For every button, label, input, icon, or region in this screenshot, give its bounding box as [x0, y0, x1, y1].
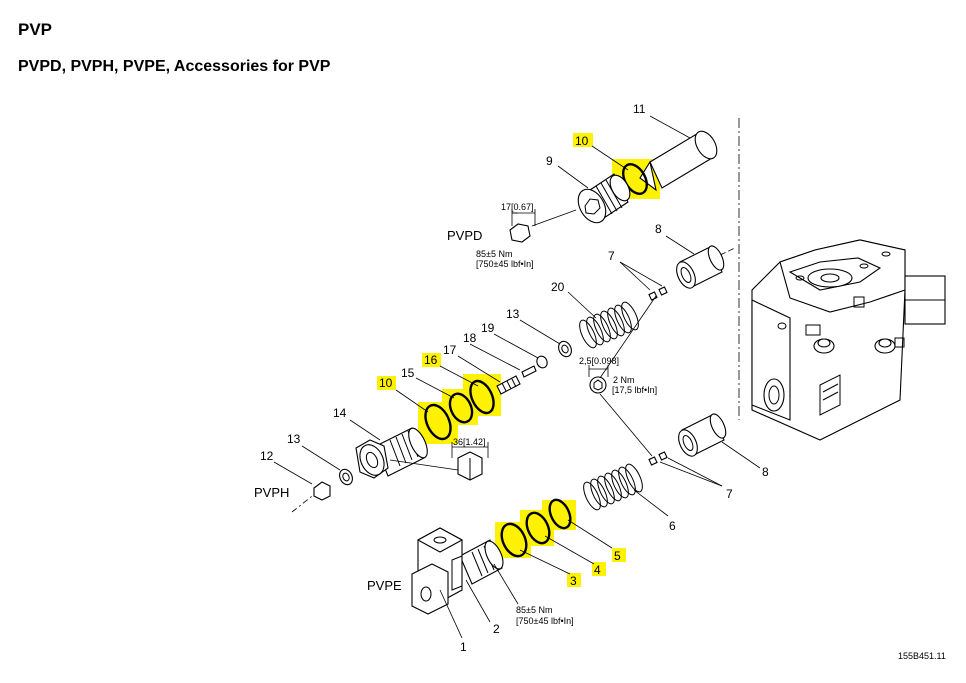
hex-key-symbol: [588, 365, 609, 394]
callout-3: 3: [570, 574, 577, 588]
oring-16: [469, 379, 495, 415]
label-pvph: PVPH: [254, 485, 289, 500]
figure-reference: 155B451.11: [898, 651, 946, 661]
part-7-top: [648, 286, 668, 301]
dim-pvph-wrench: 36[1.42]: [453, 437, 486, 447]
dim-pvpd-wrench: 17[0.67]: [501, 202, 534, 212]
pvph-axis-line: [291, 492, 317, 513]
dim-pvpd-torque-2: [750±45 lbf•In]: [476, 259, 534, 269]
spring-6: [583, 463, 643, 511]
dim-hex-torque-1: 2 Nm: [613, 375, 635, 385]
part-8-top: [676, 245, 725, 289]
page-title: PVP: [18, 20, 53, 39]
callout-13-lower: 13: [287, 432, 301, 446]
dim-hex-wrench: 2,5[0.098]: [579, 356, 619, 366]
callout-12: 12: [260, 449, 274, 463]
callout-7-top: 7: [608, 249, 615, 263]
callout-8-bottom: 8: [762, 465, 769, 479]
dim-pvpe-torque-2: [750±45 lbf•In]: [516, 616, 574, 626]
part-18: [521, 365, 537, 378]
part-13-top: [558, 340, 572, 358]
oring-4: [525, 511, 551, 545]
callout-17: 17: [443, 343, 457, 357]
callout-1: 1: [460, 640, 467, 654]
callout-7-bottom: 7: [726, 487, 733, 501]
callout-15: 15: [401, 366, 415, 380]
callout-16: 16: [424, 353, 438, 367]
pvph-assembly: [313, 427, 489, 501]
callout-13-top: 13: [506, 307, 520, 321]
callout-18: 18: [463, 331, 477, 345]
dim-pvpe-torque-1: 85±5 Nm: [516, 605, 552, 615]
spring-20: [579, 301, 639, 349]
callout-6: 6: [669, 519, 676, 533]
callout-20: 20: [551, 280, 565, 294]
part-19: [536, 355, 548, 369]
callout-11: 11: [633, 102, 646, 116]
callout-9: 9: [546, 154, 553, 168]
label-pvpe: PVPE: [367, 578, 402, 593]
oring-10-middle: [424, 403, 452, 441]
leader-lines: [273, 115, 761, 639]
part-8-bottom: [678, 413, 727, 457]
dim-hex-torque-2: [17,5 lbf•In]: [612, 385, 657, 395]
dim-pvpd-torque-1: 85±5 Nm: [476, 249, 512, 259]
part-17: [496, 375, 521, 395]
pvpe-assembly: [411, 527, 504, 615]
axis-line-left: [719, 247, 736, 256]
callout-8-top: 8: [655, 222, 662, 236]
pvpd-assembly: [509, 130, 718, 243]
callout-4: 4: [594, 563, 601, 577]
callout-19: 19: [481, 321, 495, 335]
callout-2: 2: [493, 622, 500, 636]
oring-5: [548, 498, 572, 530]
part-7-bottom: [648, 451, 668, 466]
oring-3: [500, 522, 528, 558]
callout-14: 14: [333, 406, 347, 420]
page-subtitle: PVPD, PVPH, PVPE, Accessories for PVP: [18, 58, 331, 75]
callout-10-top: 10: [575, 134, 589, 148]
label-pvpd: PVPD: [447, 228, 482, 243]
callouts: 11 10 9 8 7 20 13 19 18 17 16 15 10 14 1…: [260, 102, 769, 654]
valve-housing: [751, 239, 946, 441]
callout-10-middle: 10: [379, 376, 393, 390]
callout-5: 5: [614, 549, 621, 563]
oring-15: [448, 392, 474, 424]
